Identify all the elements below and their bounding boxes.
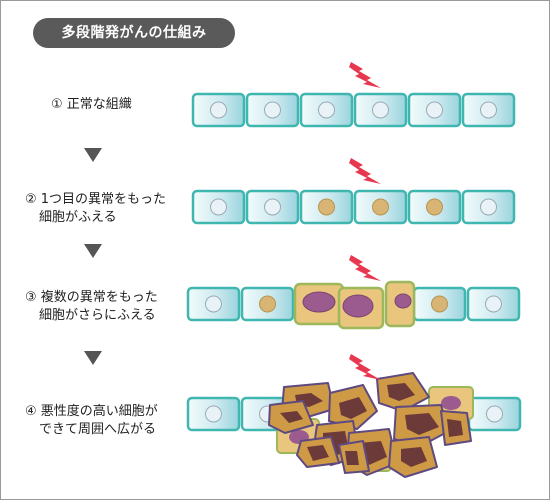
lightning-icon bbox=[349, 354, 381, 380]
epithelial-cell bbox=[245, 92, 300, 128]
epithelial-cell bbox=[466, 286, 521, 322]
epithelial-cell bbox=[240, 286, 295, 322]
epithelial-cell bbox=[299, 92, 354, 128]
epithelial-cell bbox=[186, 286, 241, 322]
stage-2-label: ② 1つ目の異常をもった 細胞がふえる bbox=[25, 191, 166, 227]
malignant-nucleus bbox=[339, 397, 367, 419]
normal-nucleus bbox=[426, 101, 443, 119]
malignant-nucleus bbox=[405, 413, 439, 435]
stage-3-label-line-2: 細胞がさらにふえる bbox=[39, 308, 156, 323]
down-arrow-icon bbox=[84, 148, 102, 162]
malignant-nucleus bbox=[447, 419, 463, 437]
stage-2-label-line-1: ② 1つ目の異常をもった bbox=[25, 192, 167, 207]
malignant-cell bbox=[296, 436, 340, 468]
normal-nucleus bbox=[264, 198, 281, 216]
lightning-icon bbox=[349, 158, 381, 184]
normal-nucleus bbox=[486, 405, 503, 423]
malignant-cell bbox=[440, 410, 472, 446]
abnormal-cell bbox=[384, 280, 416, 328]
malignant-cell bbox=[328, 384, 378, 430]
abnormal-nucleus bbox=[372, 198, 389, 216]
malignant-cell bbox=[388, 436, 438, 478]
stage-4-label: ④ 悪性度の高い細胞が できて周囲へ広がる bbox=[25, 403, 158, 439]
abnormal-nucleus bbox=[318, 198, 335, 216]
lightning-shape bbox=[349, 62, 381, 88]
malignant-cell-layer bbox=[268, 372, 474, 478]
stage-1-label-line-1: ① 正常な組織 bbox=[51, 97, 132, 112]
normal-nucleus bbox=[485, 295, 502, 313]
abnormal-nucleus bbox=[441, 396, 461, 410]
malignant-cell bbox=[268, 400, 314, 434]
abnormal-nucleus bbox=[259, 295, 276, 313]
abnormal-cell bbox=[337, 286, 385, 330]
malignant-nucleus bbox=[280, 411, 303, 423]
normal-nucleus bbox=[480, 198, 497, 216]
epithelial-cell bbox=[461, 189, 516, 225]
normal-nucleus bbox=[210, 198, 227, 216]
malignant-nucleus bbox=[307, 445, 329, 461]
epithelial-cell bbox=[186, 396, 241, 432]
epithelial-cell bbox=[407, 92, 462, 128]
lightning-shape bbox=[349, 158, 381, 184]
lightning-icon bbox=[349, 62, 381, 88]
down-arrow-icon bbox=[84, 351, 102, 365]
normal-nucleus bbox=[264, 101, 281, 119]
malignant-cell bbox=[393, 404, 450, 448]
malignant-nucleus bbox=[401, 447, 427, 467]
malignant-nucleus bbox=[345, 451, 359, 465]
epithelial-cell bbox=[299, 189, 354, 225]
normal-nucleus bbox=[318, 101, 335, 119]
epithelial-cell bbox=[353, 189, 408, 225]
stage-3-label: ③ 複数の異常をもった 細胞がさらにふえる bbox=[25, 289, 158, 325]
stage-3-label-line-1: ③ 複数の異常をもった bbox=[25, 290, 158, 305]
epithelial-cell bbox=[245, 189, 300, 225]
cell-layer bbox=[186, 92, 522, 432]
stage-1-label: ① 正常な組織 bbox=[51, 96, 132, 114]
abnormal-cell-layer bbox=[293, 280, 416, 330]
epithelial-cell bbox=[412, 286, 467, 322]
abnormal-nucleus bbox=[302, 291, 336, 313]
mutation-bolt-layer bbox=[349, 62, 381, 380]
malignant-cell bbox=[376, 372, 430, 412]
down-arrow-icon bbox=[84, 244, 102, 258]
page-title: 多段階発がんの仕組み bbox=[33, 18, 235, 48]
stage-2-label-line-2: 細胞がふえる bbox=[39, 210, 117, 225]
stage-4-label-line-2: できて周囲へ広がる bbox=[39, 422, 157, 437]
stage-4-label-line-1: ④ 悪性度の高い細胞が bbox=[25, 404, 158, 419]
malignant-nucleus bbox=[387, 383, 415, 401]
epithelial-cell bbox=[191, 92, 246, 128]
normal-nucleus bbox=[372, 101, 389, 119]
malignant-cell bbox=[338, 440, 370, 474]
epithelial-cell bbox=[467, 396, 522, 432]
normal-nucleus bbox=[480, 101, 497, 119]
lightning-shape bbox=[349, 354, 381, 380]
abnormal-nucleus bbox=[426, 198, 443, 216]
abnormal-nucleus bbox=[394, 293, 412, 309]
abnormal-cell bbox=[293, 282, 345, 326]
lightning-icon bbox=[349, 255, 381, 281]
normal-nucleus bbox=[205, 295, 222, 313]
normal-nucleus bbox=[210, 101, 227, 119]
normal-nucleus bbox=[205, 405, 222, 423]
epithelial-cell bbox=[461, 92, 516, 128]
epithelial-cell bbox=[353, 92, 408, 128]
abnormal-nucleus bbox=[342, 294, 374, 318]
abnormal-nucleus bbox=[431, 295, 448, 313]
epithelial-cell bbox=[407, 189, 462, 225]
epithelial-cell bbox=[191, 189, 246, 225]
lightning-shape bbox=[349, 255, 381, 281]
